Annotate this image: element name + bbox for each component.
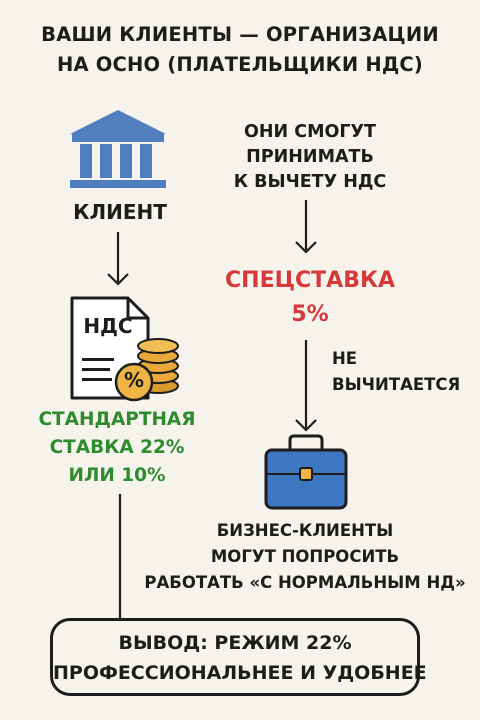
conclusion-line-2: ПРОФЕССИОНАЛЬНЕЕ И УДОБНЕЕ [53, 662, 427, 684]
special-rate-line-2: 5% [291, 302, 329, 327]
title-line-2: НА ОСНО (ПЛАТЕЛЬЩИКИ НДС) [56, 53, 424, 76]
not-deducted-line-2: ВЫЧИТАЕТСЯ [332, 375, 461, 394]
business-clients-line-3: РАБОТАТЬ «С НОРМАЛЬНЫМ НД» [144, 573, 466, 592]
not-deducted-line-1: НЕ [332, 349, 358, 368]
coin-stack-percent-icon [114, 338, 179, 402]
not-deducted-note: НЕ ВЫЧИТАЕТСЯ [332, 346, 472, 398]
diagram-title: ВАШИ КЛИЕНТЫ — ОРГАНИЗАЦИИ НА ОСНО (ПЛАТ… [0, 20, 480, 80]
special-rate-line-1: СПЕЦСТАВКА [225, 268, 395, 293]
title-line-1: ВАШИ КЛИЕНТЫ — ОРГАНИЗАЦИИ [41, 23, 439, 46]
standard-rate-line-2: СТАВКА 22% [49, 437, 185, 458]
bank-building-icon [70, 110, 166, 188]
document-vat-label: НДС [83, 314, 133, 338]
deduction-note: ОНИ СМОГУТ ПРИНИМАТЬ К ВЫЧЕТУ НДС [210, 120, 410, 195]
business-clients-line-1: БИЗНЕС-КЛИЕНТЫ [216, 521, 394, 540]
deduction-note-line-2: ПРИНИМАТЬ [246, 147, 374, 167]
deduction-note-line-1: ОНИ СМОГУТ [244, 122, 376, 142]
business-clients-note: БИЗНЕС-КЛИЕНТЫ МОГУТ ПОПРОСИТЬ РАБОТАТЬ … [140, 518, 470, 596]
deduction-note-line-3: К ВЫЧЕТУ НДС [233, 172, 387, 192]
conclusion-line-1: ВЫВОД: РЕЖИМ 22% [118, 632, 352, 654]
standard-rate: СТАНДАРТНАЯ СТАВКА 22% ИЛИ 10% [22, 406, 212, 490]
standard-rate-line-3: ИЛИ 10% [68, 465, 166, 486]
standard-rate-line-1: СТАНДАРТНАЯ [38, 409, 196, 430]
special-rate: СПЕЦСТАВКА 5% [205, 264, 415, 332]
coin-percent-symbol: % [123, 368, 145, 392]
briefcase-icon [264, 434, 348, 510]
business-clients-line-2: МОГУТ ПОПРОСИТЬ [210, 547, 400, 566]
conclusion-box: ВЫВОД: РЕЖИМ 22% ПРОФЕССИОНАЛЬНЕЕ И УДОБ… [50, 618, 427, 696]
client-label: КЛИЕНТ [73, 200, 167, 224]
